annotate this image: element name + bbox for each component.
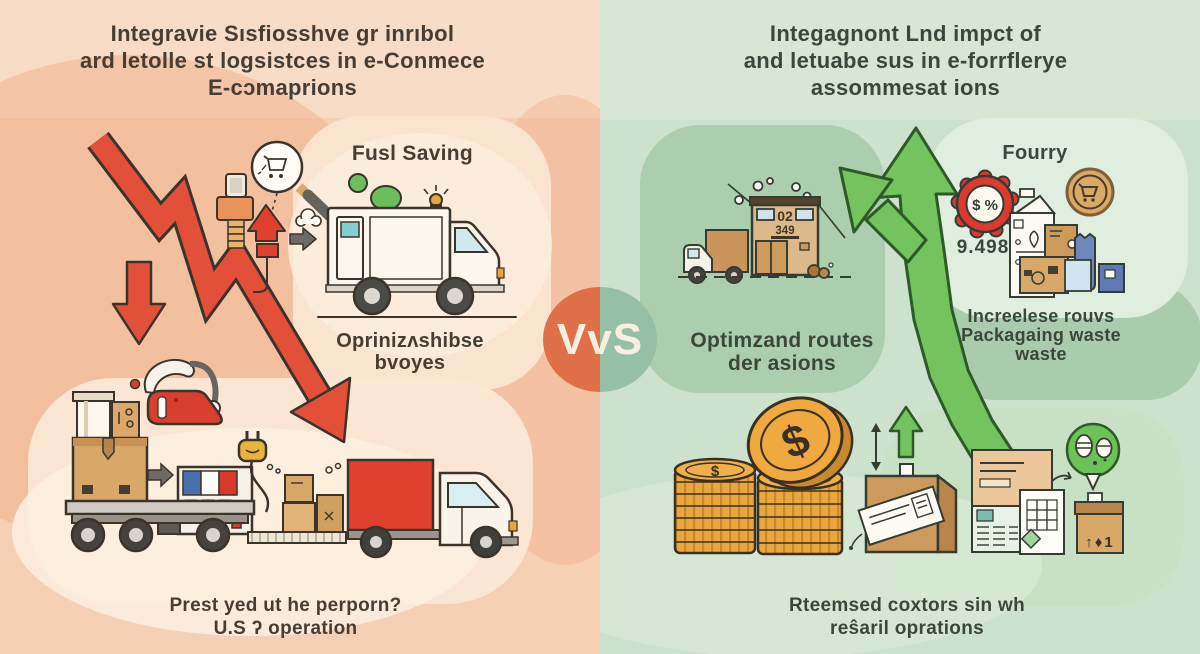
- waste-line1: Increelese rouvs: [967, 306, 1115, 326]
- waste-line2: Packagaing waste: [961, 325, 1121, 345]
- foundry-label: Fourry: [1002, 142, 1068, 164]
- up-arrow-icon: [888, 405, 924, 459]
- left-mid-line2: bvoyes: [374, 352, 446, 374]
- right-title-line3: assommesat ions: [810, 75, 1001, 100]
- box-marks: ↑♦1: [1085, 534, 1115, 551]
- left-mid-label: Oprinizʌshibse bvoyes: [318, 330, 502, 374]
- down-arrow-icon: [111, 260, 167, 346]
- pallet-boxes-icon: [247, 462, 347, 544]
- right-caption-line2: reŝaril oprations: [830, 618, 984, 639]
- paper-bag-package-icon: [849, 463, 958, 554]
- house-up-arrow-icon: [247, 204, 286, 293]
- building-number-bottom: 349: [775, 225, 794, 237]
- spreadsheet-icon: [971, 489, 1065, 555]
- red-box-truck-icon: [346, 458, 519, 559]
- price-label: 9.498: [956, 237, 1010, 258]
- right-title: Integagnont Lnd impct of and letuabe sus…: [683, 20, 1128, 101]
- left-mid-line1: Oprinizʌshibse: [336, 330, 484, 352]
- gear-label: $ %: [972, 197, 998, 214]
- routes-line1: Optimzand routes: [690, 329, 874, 352]
- decline-zigzag-arrow-icon: [87, 131, 352, 444]
- left-caption-line2: U.S ʔ operation: [213, 618, 358, 639]
- parcel-boxes-icon: [1019, 224, 1125, 294]
- waste-line3: waste: [1015, 344, 1067, 364]
- growth-curved-arrow-icon: [838, 126, 1017, 480]
- warehouse-building-icon: 02 349: [678, 177, 852, 279]
- delivery-van-icon: [317, 173, 517, 318]
- svg-text:$: $: [711, 463, 720, 480]
- cart-medallion-icon: [1065, 167, 1115, 217]
- right-illustration: 02 349 $ %: [600, 0, 1200, 654]
- location-balloon-icon: [1065, 422, 1121, 492]
- double-arrow-icon: [871, 423, 881, 471]
- left-caption: Prest yed ut he perporn? U.S ʔ operation: [148, 594, 423, 640]
- cloud-icon: [295, 208, 322, 227]
- building-number-top: 02: [777, 208, 793, 224]
- mallet-sign-icon: [216, 173, 254, 249]
- vs-label: VvS: [556, 314, 644, 364]
- fuel-pump-icon: [129, 359, 223, 426]
- left-title-line2: ard letolle st logsistces in e-Conmece: [79, 48, 486, 73]
- right-title-line2: and letuabe sus in e-forrflerye: [743, 48, 1068, 73]
- right-title-line1: Integagnont Lnd impct of: [769, 21, 1042, 46]
- right-caption-line1: Rteemsed coxtors sin wh: [788, 595, 1026, 616]
- waste-label: Increelese rouvs Packagaing waste waste: [952, 307, 1130, 364]
- right-arrow-icon: [289, 227, 317, 251]
- vs-badge: VvS: [543, 287, 657, 392]
- cardboard-boxes-icon: [71, 391, 149, 505]
- fuel-saving-label: Fusl Saving: [351, 142, 474, 165]
- flatbed-truck-icon: [64, 462, 256, 553]
- left-caption-line1: Prest yed ut he perporn?: [169, 595, 402, 616]
- routes-label: Optimzand routes der asions: [688, 329, 876, 375]
- left-title: Integravie Sısfiosshve gr inrıbol ard le…: [55, 20, 510, 101]
- power-plug-icon: [237, 431, 281, 513]
- marked-box-icon: ↑♦1: [1074, 492, 1124, 554]
- dollar-coin-icon: $: [746, 396, 854, 490]
- left-title-line1: Integravie Sısfiosshve gr inrıbol: [110, 21, 455, 46]
- left-title-line3: E-cɔmaprions: [207, 75, 358, 100]
- right-caption: Rteemsed coxtors sin wh reŝaril opration…: [768, 594, 1046, 640]
- left-illustration: [0, 0, 600, 636]
- routes-line2: der asions: [727, 352, 837, 375]
